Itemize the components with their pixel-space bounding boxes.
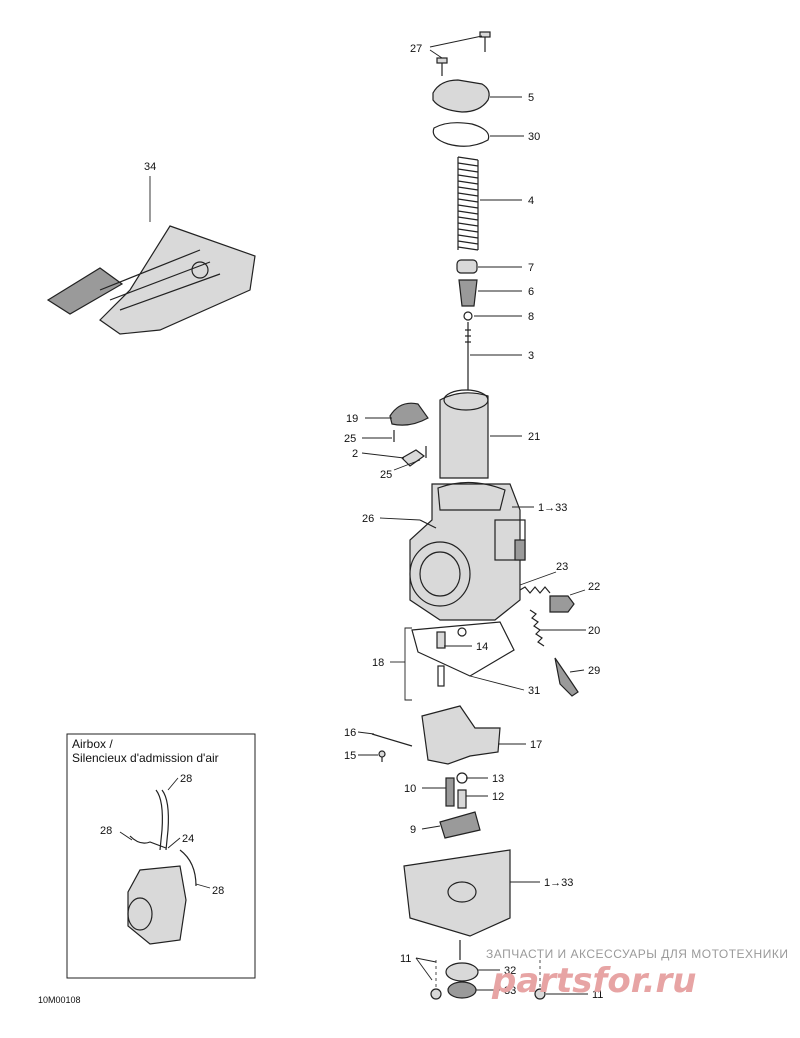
tube-26 <box>419 519 437 529</box>
callout-13: 13 <box>492 773 504 785</box>
callout-10: 10 <box>404 783 416 795</box>
spring-4 <box>457 156 479 251</box>
inset-callout-24: 24 <box>182 833 194 845</box>
callout-26: 26 <box>362 513 374 525</box>
callout-1-33-top: 1→33 <box>538 502 567 514</box>
carburetor-body <box>409 481 526 621</box>
callout-21: 21 <box>528 431 540 443</box>
airbox-inset: Airbox / Silencieux d'admission d'air <box>66 733 256 979</box>
needle-valve-10 <box>445 777 455 807</box>
callout-11b: 11 <box>592 989 603 1001</box>
callout-20: 20 <box>588 625 600 637</box>
callout-33: 33 <box>504 985 516 997</box>
leader-lines <box>149 35 588 995</box>
screw-27 <box>436 31 491 76</box>
inset-title-line2: Silencieux d'admission d'air <box>72 751 219 765</box>
callout-17: 17 <box>530 739 542 751</box>
clip-8 <box>463 311 473 321</box>
drawing-code: 10M00108 <box>38 995 81 1005</box>
inset-callout-28a: 28 <box>180 773 192 785</box>
callout-27: 27 <box>410 43 422 55</box>
float-bowl <box>403 849 511 937</box>
callout-25b: 25 <box>380 469 392 481</box>
plate-2 <box>401 449 426 467</box>
screw-22 <box>549 595 575 613</box>
jet-14 <box>436 627 467 687</box>
gasket-31 <box>411 621 515 677</box>
cap-5 <box>432 79 490 113</box>
screw-25 <box>393 430 427 458</box>
drain-32-33 <box>445 940 479 999</box>
callout-23: 23 <box>556 561 568 573</box>
callout-22: 22 <box>588 581 600 593</box>
callout-3: 3 <box>528 350 534 362</box>
callout-1-33-bottom: 1→33 <box>544 877 573 889</box>
watermark-logo: partsfor.ru <box>491 961 697 1001</box>
inset-callout-28b: 28 <box>100 825 112 837</box>
callout-16: 16 <box>344 727 356 739</box>
callout-8: 8 <box>528 311 534 323</box>
collar-7 <box>456 259 478 274</box>
screw-29 <box>554 657 579 697</box>
tool-kit-34 <box>46 225 256 335</box>
callout-12: 12 <box>492 791 504 803</box>
screws-11 <box>430 960 546 1000</box>
gasket-30 <box>432 122 490 147</box>
pin-16 <box>371 733 413 747</box>
callout-31: 31 <box>528 685 540 697</box>
callout-34: 34 <box>144 161 156 173</box>
callout-15: 15 <box>344 750 356 762</box>
needle-3 <box>465 322 471 390</box>
callout-6: 6 <box>528 286 534 298</box>
washer-13 <box>456 772 468 784</box>
callout-32: 32 <box>504 965 516 977</box>
slide-21 <box>439 389 489 479</box>
cable-guide-19 <box>389 402 429 426</box>
spring-20 <box>529 609 545 647</box>
holder-6 <box>458 279 478 307</box>
float-arm-9 <box>439 811 481 839</box>
screw-15 <box>378 750 386 762</box>
callout-11a: 11 <box>400 953 411 965</box>
callout-2: 2 <box>352 448 358 460</box>
callout-18: 18 <box>372 657 384 669</box>
inset-callout-28c: 28 <box>212 885 224 897</box>
inset-title-line1: Airbox / <box>72 737 113 751</box>
callout-4: 4 <box>528 195 534 207</box>
watermark-tagline: ЗАПЧАСТИ И АКСЕССУАРЫ ДЛЯ МОТОТЕХНИКИ <box>486 947 788 961</box>
callout-30: 30 <box>528 131 540 143</box>
float-17 <box>421 705 501 765</box>
group-bracket-18 <box>390 627 412 701</box>
callout-5: 5 <box>528 92 534 104</box>
callout-25a: 25 <box>344 433 356 445</box>
spring-23 <box>519 586 551 594</box>
callout-7: 7 <box>528 262 534 274</box>
callout-29: 29 <box>588 665 600 677</box>
callout-14: 14 <box>476 641 488 653</box>
seat-12 <box>457 789 467 809</box>
callout-19: 19 <box>346 413 358 425</box>
callout-9: 9 <box>410 824 416 836</box>
callouts: 27 5 30 4 7 6 8 3 19 21 25 2 25 1→33 26 … <box>100 43 603 1001</box>
